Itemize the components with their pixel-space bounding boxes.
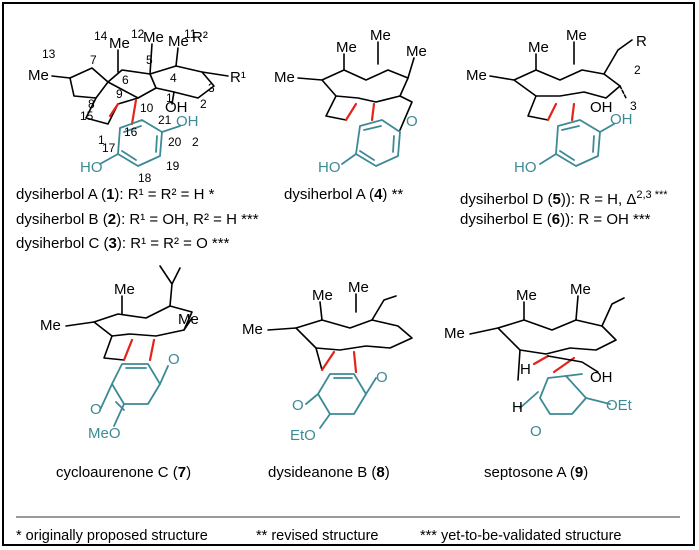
carbonyl-oxygen-label: O — [376, 369, 388, 386]
atom-number: 9 — [116, 87, 123, 101]
r2-label: R² — [192, 29, 208, 46]
atom-number: 12 — [131, 27, 145, 41]
atom-number: 13 — [42, 47, 56, 61]
hydrogen-label: H — [520, 361, 531, 378]
ether-oxygen-label: O — [406, 113, 418, 130]
atom-number: 19 — [166, 159, 180, 173]
atom-number: 6 — [122, 73, 129, 87]
phenol-label: HO — [318, 159, 341, 176]
atom-number: 1 — [166, 91, 173, 105]
hydrogen-label: H — [512, 399, 523, 416]
atom-number: 11 — [184, 27, 197, 41]
r1-label: R¹ — [230, 69, 246, 86]
structure-dysiherbol-1-3: Me Me Me Me R² R¹ OH OH HO 13 14 12 11 7… — [28, 27, 246, 185]
r-label: R — [636, 33, 647, 50]
caption-compound-4: dysiherbol A (4) ** — [284, 186, 404, 203]
ethoxy-label: OEt — [606, 397, 633, 414]
phenol-label: OH — [176, 113, 199, 130]
carbonyl-oxygen-label: O — [168, 351, 180, 368]
atom-number: 3 — [630, 99, 637, 113]
methyl-label: Me — [444, 325, 465, 342]
atom-number: 10 — [140, 101, 154, 115]
methyl-label: Me — [466, 67, 487, 84]
methyl-label: Me — [143, 29, 164, 46]
methyl-label: Me — [109, 35, 130, 52]
atom-number: 14 — [94, 29, 108, 43]
caption-compound-8: dysideanone B (8) — [268, 464, 390, 481]
footnote-unvalidated: *** yet-to-be-validated structure — [420, 528, 622, 544]
carbonyl-oxygen-label: O — [292, 397, 304, 414]
footer-divider — [16, 516, 680, 518]
carbonyl-oxygen-label: O — [90, 401, 102, 418]
hydroxyl-label: OH — [165, 99, 188, 116]
hydroxyl-label: OH — [590, 369, 613, 386]
atom-number: 20 — [168, 135, 182, 149]
methyl-label: Me — [516, 287, 537, 304]
caption-compound-1: dysiherbol A (1): R¹ = R² = H * — [16, 186, 215, 203]
phenol-label: HO — [514, 159, 537, 176]
atom-number: 2 — [200, 97, 207, 111]
phenol-label: HO — [80, 159, 103, 176]
caption-compound-5: dysiherbol D (5)): R = H, Δ2,3 *** — [460, 189, 668, 208]
footnote-original: * originally proposed structure — [16, 528, 208, 544]
methyl-label: Me — [178, 311, 199, 328]
methyl-label: Me — [40, 317, 61, 334]
atom-number: 18 — [138, 171, 152, 185]
atom-number: 1 — [98, 133, 105, 147]
methyl-label: Me — [528, 39, 549, 56]
footnote-revised: ** revised structure — [256, 528, 379, 544]
caption-compound-7: cycloaurenone C (7) — [56, 464, 192, 481]
methyl-label: Me — [370, 27, 391, 44]
methyl-label: Me — [406, 43, 427, 60]
phenol-label: OH — [610, 111, 633, 128]
atom-number: 3 — [208, 81, 215, 95]
caption-compound-2: dysiherbol B (2): R¹ = OH, R² = H *** — [16, 211, 259, 228]
methyl-label: Me — [312, 287, 333, 304]
ethoxy-label: EtO — [290, 427, 316, 444]
methyl-label: Me — [570, 281, 591, 298]
methyl-label: Me — [168, 33, 189, 50]
structure-cycloaurenone-7: Me Me Me O O MeO — [40, 265, 199, 442]
atom-number: 15 — [80, 109, 94, 123]
atom-number: 2 — [192, 135, 199, 149]
methyl-label: Me — [274, 69, 295, 86]
methyl-label: Me — [336, 39, 357, 56]
atom-number: 17 — [102, 141, 116, 155]
structure-septosone-9: Me Me Me H OH H OEt O — [444, 281, 633, 440]
methyl-label: Me — [242, 321, 263, 338]
methoxy-label: MeO — [88, 425, 121, 442]
atom-number: 16 — [124, 125, 138, 139]
methyl-label: Me — [28, 67, 49, 84]
caption-compound-6: dysiherbol E (6)): R = OH *** — [460, 211, 651, 228]
atom-number: 2 — [634, 63, 641, 77]
atom-number: 5 — [146, 53, 153, 67]
atom-number: 4 — [170, 71, 177, 85]
structure-dysiherbol-5-6: Me Me Me R 2 3 OH OH HO — [466, 27, 647, 176]
caption-compound-9: septosone A (9) — [484, 464, 589, 481]
carbonyl-oxygen-label: O — [530, 423, 542, 440]
atom-number: 7 — [90, 53, 97, 67]
atom-number: 21 — [158, 113, 172, 127]
caption-compound-3: dysiherbol C (3): R¹ = R² = O *** — [16, 235, 230, 252]
structure-dysideanone-8: Me Me Me O O EtO — [242, 279, 413, 444]
atom-number: 8 — [88, 97, 95, 111]
structure-dysiherbol-4: Me Me Me Me O HO — [274, 27, 427, 176]
methyl-label: Me — [114, 281, 135, 298]
methyl-label: Me — [566, 27, 587, 44]
methyl-label: Me — [348, 279, 369, 296]
hydroxyl-label: OH — [590, 99, 613, 116]
